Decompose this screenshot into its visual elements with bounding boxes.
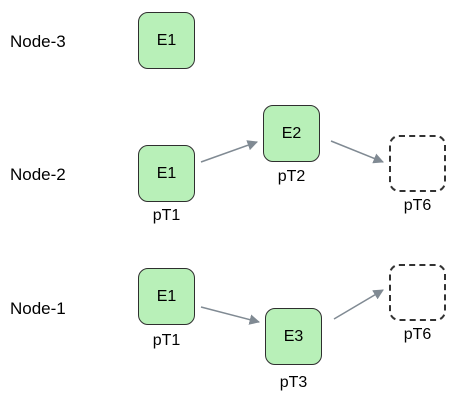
task-node1-e1-caption: pT1 [152, 332, 181, 349]
placeholder-node2-pt6-caption: pT6 [403, 197, 432, 214]
task-node2-e2[interactable]: E2 [263, 105, 320, 162]
task-node1-e1[interactable]: E1 [138, 268, 195, 325]
placeholder-node1-pt6[interactable] [389, 264, 446, 321]
task-node2-e1[interactable]: E1 [138, 145, 195, 202]
task-node1-e3[interactable]: E3 [265, 308, 322, 365]
placeholder-node1-pt6-caption: pT6 [403, 326, 432, 343]
edge-n2-e2-to-pt6 [330, 140, 384, 164]
placeholder-node2-pt6[interactable] [389, 135, 446, 192]
task-node1-e3-caption: pT3 [279, 374, 308, 391]
task-node3-e1[interactable]: E1 [138, 12, 195, 69]
edge-n1-e3-to-pt6 [333, 289, 384, 320]
task-node2-e2-caption: pT2 [277, 168, 306, 185]
row-label-node-1: Node-1 [10, 299, 66, 318]
edge-n2-e1-to-e2 [200, 140, 258, 163]
edge-n1-e1-to-e3 [200, 306, 261, 325]
row-label-node-2: Node-2 [10, 165, 66, 184]
task-node2-e1-caption: pT1 [152, 207, 181, 224]
row-label-node-3: Node-3 [10, 32, 66, 51]
